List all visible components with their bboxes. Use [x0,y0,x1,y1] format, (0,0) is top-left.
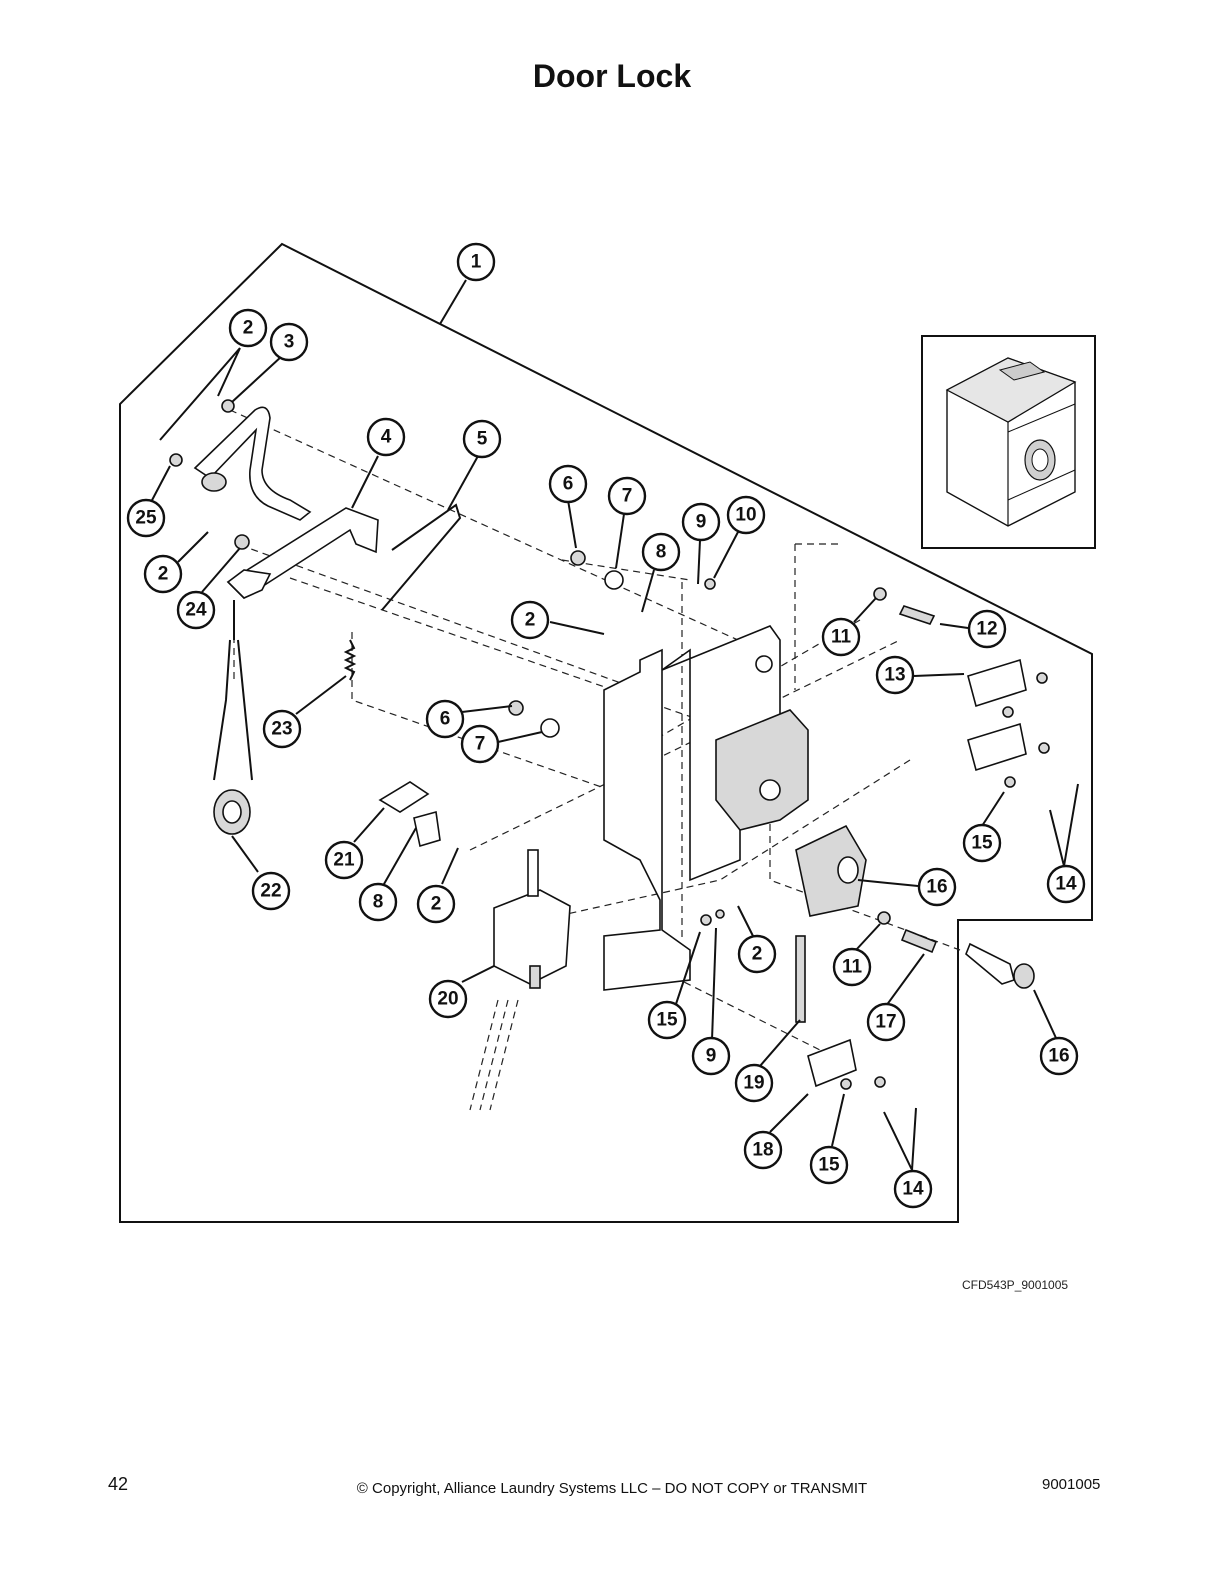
svg-text:22: 22 [260,881,281,902]
svg-text:3: 3 [284,332,295,353]
svg-text:12: 12 [976,619,997,640]
callout-18: 18 [743,1130,783,1170]
diagram-frame [119,242,1093,1223]
svg-text:11: 11 [842,957,863,978]
callout-1: 1 [456,242,496,282]
svg-text:24: 24 [185,600,207,621]
callout-2: 2 [228,308,268,348]
callout-11: 11 [821,617,861,657]
callout-14: 14 [893,1169,933,1209]
svg-text:13: 13 [884,665,905,686]
callout-9: 9 [681,502,721,542]
svg-text:2: 2 [431,894,442,915]
copyright-notice: © Copyright, Alliance Laundry Systems LL… [356,1480,868,1497]
callout-7: 7 [607,476,647,516]
svg-text:14: 14 [902,1179,924,1200]
svg-text:17: 17 [875,1012,896,1033]
svg-text:7: 7 [622,486,633,507]
callout-2: 2 [416,884,456,924]
callout-21: 21 [324,840,364,880]
callout-6: 6 [425,699,465,739]
document-number: 9001005 [1042,1476,1101,1493]
svg-text:10: 10 [735,505,756,526]
callout-24: 24 [176,590,216,630]
callout-13: 13 [875,655,915,695]
svg-text:15: 15 [656,1010,678,1031]
callout-15: 15 [962,823,1002,863]
svg-text:11: 11 [831,627,852,648]
svg-text:8: 8 [656,542,667,563]
svg-text:1: 1 [471,252,482,273]
svg-text:4: 4 [381,427,392,448]
svg-text:2: 2 [243,318,254,339]
callout-20: 20 [428,979,468,1019]
callout-11: 11 [832,947,872,987]
callout-16: 16 [917,867,957,907]
svg-text:16: 16 [1048,1046,1069,1067]
page-title: Door Lock [532,58,692,94]
page-number: 42 [108,1474,129,1494]
callout-2: 2 [143,554,183,594]
callout-8: 8 [641,532,681,572]
svg-text:14: 14 [1055,874,1077,895]
callout-23: 23 [262,709,302,749]
callout-2: 2 [510,600,550,640]
svg-text:8: 8 [373,892,384,913]
callout-7: 7 [460,724,500,764]
svg-text:15: 15 [971,833,993,854]
svg-text:18: 18 [752,1140,773,1161]
callout-2: 2 [737,934,777,974]
callout-4: 4 [366,417,406,457]
callout-bubbles: 1 2 3 25 4 5 2 24 23 22 21 8 2 20 6 7 6 … [126,242,1086,1209]
svg-text:21: 21 [333,850,355,871]
svg-text:25: 25 [135,508,157,529]
callout-17: 17 [866,1002,906,1042]
callout-5: 5 [462,419,502,459]
part-shapes [169,399,1050,1111]
callout-10: 10 [726,495,766,535]
callout-15: 15 [647,1000,687,1040]
callout-25: 25 [126,498,166,538]
svg-text:23: 23 [271,719,292,740]
callout-6: 6 [548,464,588,504]
callout-19: 19 [734,1063,774,1103]
svg-text:9: 9 [696,512,707,533]
svg-text:20: 20 [437,989,458,1010]
svg-text:6: 6 [440,709,451,730]
svg-text:6: 6 [563,474,574,495]
callout-3: 3 [269,322,309,362]
svg-text:16: 16 [926,877,947,898]
svg-text:9: 9 [706,1046,717,1067]
callout-12: 12 [967,609,1007,649]
svg-text:7: 7 [475,734,486,755]
callout-9: 9 [691,1036,731,1076]
svg-text:5: 5 [477,429,488,450]
callout-8: 8 [358,882,398,922]
callout-leaders [149,279,1079,1171]
svg-text:2: 2 [752,944,763,965]
svg-text:15: 15 [818,1155,840,1176]
svg-text:19: 19 [743,1073,764,1094]
machine-location-inset [921,335,1096,549]
callout-22: 22 [251,871,291,911]
callout-15: 15 [809,1145,849,1185]
drawing-id: CFD543P_9001005 [962,1278,1069,1292]
svg-text:2: 2 [158,564,169,585]
svg-text:2: 2 [525,610,536,631]
callout-16: 16 [1039,1036,1079,1076]
callout-14: 14 [1046,864,1086,904]
